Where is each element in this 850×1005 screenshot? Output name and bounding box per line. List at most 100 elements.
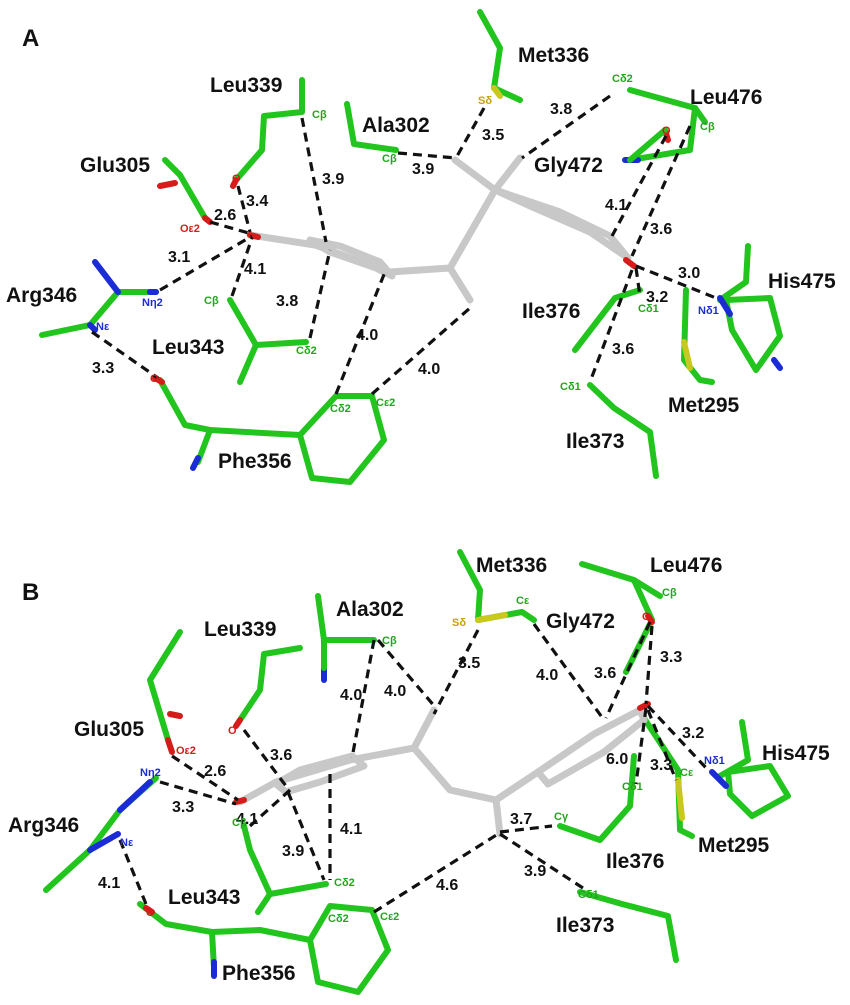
atom-cd1-ile373-a: Cδ1 (560, 381, 581, 393)
contact-ile373-a (588, 269, 634, 383)
atom-sd-b: Sδ (452, 617, 466, 629)
dist-a-3: 3.9 (412, 161, 434, 178)
label-ile373-a: Ile373 (566, 430, 624, 453)
ile376-side-chain (572, 287, 643, 353)
met295-sulfur-b (675, 777, 685, 821)
leu339-side-chain-b (237, 645, 303, 723)
contact-phe356-cd2-a (334, 271, 387, 395)
contact-met336-ce-b (532, 623, 606, 721)
atom-cg-ile376-b: Cγ (554, 811, 569, 823)
protein-sticks-b (43, 549, 791, 995)
leu343-branch-b (255, 891, 273, 915)
dist-a-10: 4.0 (418, 361, 440, 378)
dist-b-18: 4.6 (436, 877, 458, 894)
phe356-ring-b (307, 903, 391, 995)
dist-b-9: 4.1 (236, 811, 258, 828)
ligand-ring-a1 (306, 236, 396, 280)
protein-sticks-a (39, 9, 783, 485)
dist-b-2: 4.0 (384, 683, 406, 700)
ligand-chain-a1 (246, 231, 474, 304)
contact-arg346-phe356-a (91, 330, 159, 380)
contact-phe356-ce2-a (370, 306, 472, 396)
contact-ala302-1-b (350, 639, 376, 759)
label-arg346-b: Arg346 (8, 814, 79, 837)
contact-leu343-cd2-2-b (286, 791, 326, 881)
atom-cd2-leu343-a: Cδ2 (296, 345, 317, 357)
phe356-ring (297, 393, 387, 485)
his475-ring-b (725, 763, 791, 819)
ligand-oxygen-a2 (623, 257, 637, 269)
dist-a-4: 3.4 (246, 193, 268, 210)
ile373-side-chain (587, 382, 659, 479)
atom-cb-leu343-a: Cβ (204, 295, 219, 307)
atom-cb-leu476-a: Cβ (700, 121, 715, 133)
glu305-side-chain-b (147, 629, 183, 743)
atom-labels-b: Sδ Cε Cβ Cβ O O Oε2 Nη2 Nε Nδ1 Cε Cδ1 Cγ… (120, 587, 725, 925)
his475-nd1-b (709, 769, 729, 789)
atom-cb-ala302-b: Cβ (382, 635, 397, 647)
contact-ile373-b (499, 832, 587, 892)
atom-nh2-b: Nη2 (140, 767, 161, 779)
contacts-a (91, 94, 717, 396)
glu305-oxygen-1-b (167, 711, 183, 719)
dist-a-1: 3.8 (550, 101, 572, 118)
atom-ne-b: Nε (120, 837, 134, 849)
contact-leu339-o-a (236, 185, 252, 233)
contact-phe356-b (373, 832, 499, 914)
panel-label-a: A (22, 25, 39, 52)
dist-a-14: 3.2 (646, 289, 668, 306)
label-leu476-b: Leu476 (650, 554, 722, 577)
phe356-nitrogen (190, 455, 201, 471)
contact-met336-b (432, 629, 480, 715)
contact-leu476-cd2-a (521, 94, 611, 160)
panel-label-b: B (22, 579, 39, 606)
glu305-side-chain (162, 157, 208, 221)
ile373-side-chain-b (577, 889, 679, 963)
atom-ce2-phe356-b: Cε2 (380, 911, 399, 923)
atom-nd1-b: Nδ1 (704, 755, 725, 767)
contact-ile376-b (634, 707, 648, 785)
phe356-backbone-b (137, 901, 313, 943)
dist-b-14: 3.9 (282, 843, 304, 860)
arg346-nh1 (92, 259, 121, 295)
contact-leu343-cd2-a (308, 249, 332, 339)
label-leu343-b: Leu343 (168, 886, 240, 909)
contact-arg346-phe356-b (118, 839, 148, 905)
dist-b-17: 3.9 (524, 863, 546, 880)
ligand-b (233, 701, 651, 838)
leu339-oxygen-b (233, 717, 243, 729)
contact-leu476-o-b (604, 621, 652, 719)
dist-a-5: 2.6 (214, 207, 236, 224)
atom-cd1-ile376-a: Cδ1 (638, 303, 659, 315)
leu476-oxygen-b (645, 613, 655, 625)
atom-oe2-a: Oε2 (180, 223, 200, 235)
label-glu305-b: Glu305 (74, 718, 144, 741)
ligand-oxygen-b2 (637, 701, 651, 711)
atom-nd1-a: Nδ1 (698, 305, 719, 317)
atom-ce-his475-b: Cε (680, 767, 694, 779)
met336-sulfur (491, 85, 503, 99)
atom-cb-leu343-b: Cβ (232, 817, 247, 829)
dist-b-4: 3.6 (270, 747, 292, 764)
met336-side-chain (477, 9, 523, 103)
contact-ile376-a (634, 267, 642, 297)
arg346-ne-b (87, 831, 121, 853)
label-gly472-b: Gly472 (546, 610, 615, 633)
label-gly472-a: Gly472 (534, 154, 603, 177)
dist-a-8: 3.8 (276, 293, 298, 310)
phe356-oxygen-b (143, 905, 155, 915)
dist-b-0: 3.5 (458, 655, 480, 672)
atom-nh2-a: Nη2 (142, 297, 163, 309)
ligand-chain-b2 (410, 744, 504, 838)
atom-cb-leu339-a: Cβ (312, 109, 327, 121)
label-met295-b: Met295 (698, 834, 770, 857)
leu343-branch (237, 342, 259, 385)
atom-ce-met336-b: Cε (516, 595, 530, 607)
ligand-chain-b3 (492, 768, 542, 804)
contact-arg346-b (159, 780, 237, 806)
label-his475-a: His475 (768, 270, 836, 293)
dist-a-15: 3.6 (612, 341, 634, 358)
dist-b-11: 6.0 (606, 751, 628, 768)
label-ile373-b: Ile373 (556, 914, 614, 937)
